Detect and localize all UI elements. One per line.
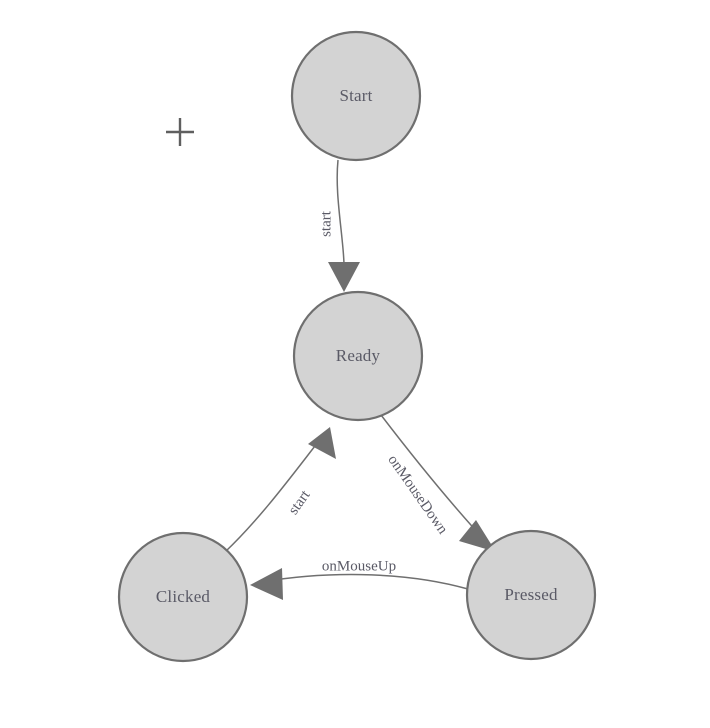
edge-label-onmousedown: onMouseDown <box>384 452 450 537</box>
edge-label-onmouseup: onMouseUp <box>322 558 396 574</box>
node-label-ready: Ready <box>336 346 381 365</box>
node-circle[interactable] <box>117 531 249 663</box>
nodes-layer: Start Ready Clicked Pressed <box>117 30 597 663</box>
node-ready[interactable]: Ready <box>292 290 424 422</box>
crosshair-cursor-icon <box>166 118 194 146</box>
node-label-clicked: Clicked <box>156 587 211 606</box>
node-clicked[interactable]: Clicked <box>117 531 249 663</box>
arrowhead-icon <box>308 427 336 459</box>
arrowhead-icon <box>328 262 360 292</box>
edge-label-start: start <box>318 210 334 237</box>
node-label-pressed: Pressed <box>504 585 558 604</box>
edge-line[interactable] <box>261 573 469 590</box>
node-pressed[interactable]: Pressed <box>465 529 597 661</box>
edge-label-start-return: start <box>286 487 314 518</box>
edge-line[interactable] <box>224 436 323 553</box>
edge-clicked-to-ready[interactable]: start <box>224 427 336 553</box>
node-circle[interactable] <box>465 529 597 661</box>
node-start[interactable]: Start <box>290 30 422 162</box>
arrowhead-icon <box>250 568 283 600</box>
node-circle[interactable] <box>290 30 422 162</box>
node-label-start: Start <box>339 86 372 105</box>
edge-ready-to-pressed[interactable]: onMouseDown <box>380 414 496 552</box>
node-circle[interactable] <box>292 290 424 422</box>
edge-start-to-ready[interactable]: start <box>318 159 360 292</box>
arrowhead-icon <box>459 520 496 552</box>
edge-pressed-to-clicked[interactable]: onMouseUp <box>250 558 469 600</box>
